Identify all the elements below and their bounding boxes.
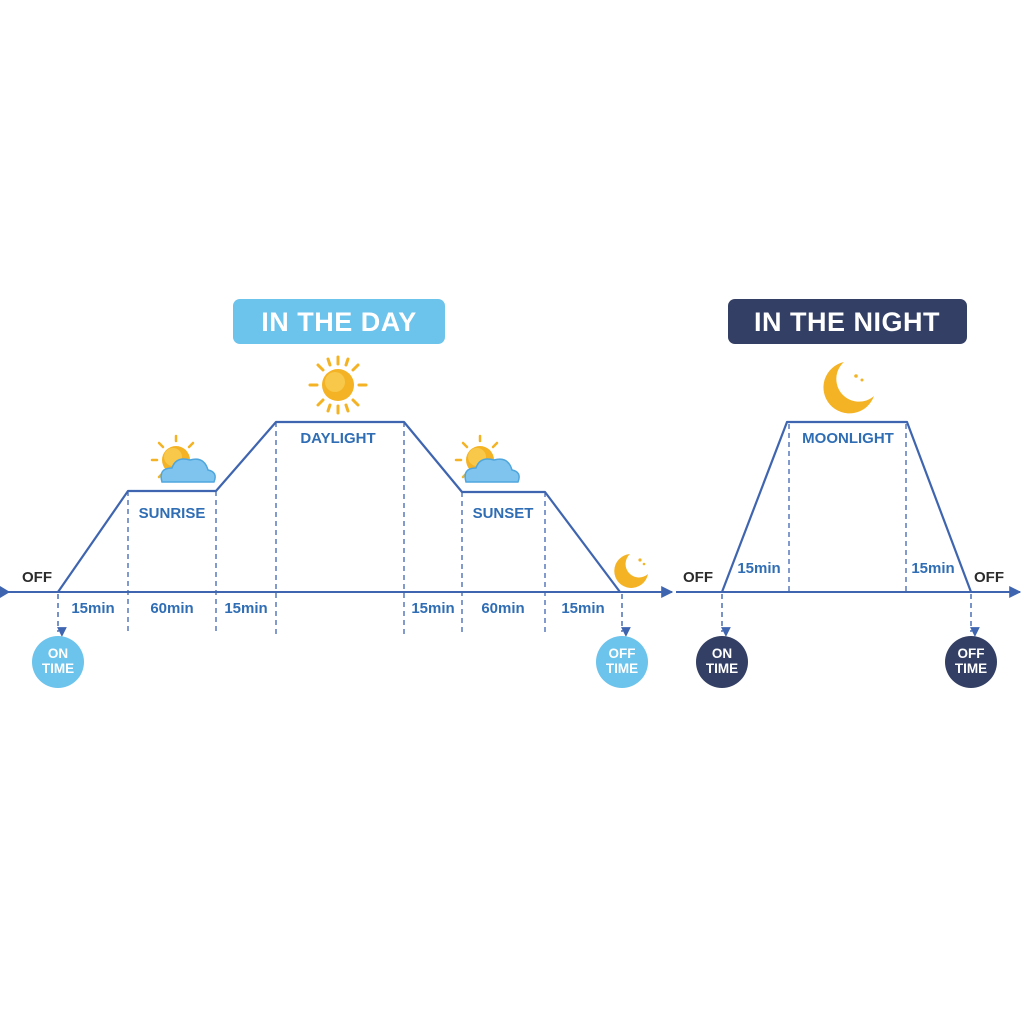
day-duration-1: 15min: [71, 600, 114, 617]
day-dividers: [127, 422, 546, 634]
day-duration-6: 15min: [561, 600, 604, 617]
night-on-badge-line2: TIME: [706, 661, 738, 676]
moonlight-label: MOONLIGHT: [802, 430, 894, 447]
day-off-label: OFF: [22, 569, 52, 586]
day-duration-3: 15min: [224, 600, 267, 617]
night-section: IN THE NIGHT OFF OFF MOONLIGHT 15min 15m…: [676, 299, 1022, 688]
night-off-badge-line1: OFF: [958, 646, 985, 661]
day-on-badge-line1: ON: [48, 646, 68, 661]
day-on-badge-line2: TIME: [42, 661, 74, 676]
day-on-time-badge: ON TIME: [32, 636, 84, 688]
day-off-time-badge: OFF TIME: [596, 636, 648, 688]
night-intensity-curve: [720, 420, 973, 593]
day-duration-4: 15min: [411, 600, 454, 617]
day-intensity-curve: [57, 420, 621, 593]
sunrise-sun-cloud-icon: [150, 434, 216, 483]
night-title-pill: IN THE NIGHT: [728, 299, 967, 344]
day-section: IN THE DAY OFF SUNRISE DAYLIGHT SUNSET 1…: [0, 299, 674, 688]
night-duration-1: 15min: [737, 560, 780, 577]
moonlight-crescent-moon-icon: [823, 362, 874, 414]
sunrise-label: SUNRISE: [139, 505, 206, 522]
daylight-label: DAYLIGHT: [300, 430, 375, 447]
sunset-sun-cloud-icon: [454, 434, 520, 483]
day-axis-left-arrow: [0, 586, 10, 598]
night-off-badge-line2: TIME: [955, 661, 987, 676]
day-end-crescent-moon-icon: [614, 554, 648, 588]
sunset-label: SUNSET: [473, 505, 534, 522]
day-title-pill: IN THE DAY: [233, 299, 445, 344]
day-off-badge-line2: TIME: [606, 661, 638, 676]
night-duration-2: 15min: [911, 560, 954, 577]
night-dividers: [788, 424, 907, 592]
night-on-time-badge: ON TIME: [696, 636, 748, 688]
day-title: IN THE DAY: [261, 307, 417, 337]
day-off-badge-line1: OFF: [609, 646, 636, 661]
night-off-right-label: OFF: [974, 569, 1004, 586]
night-off-time-badge: OFF TIME: [945, 636, 997, 688]
day-duration-5: 60min: [481, 600, 524, 617]
night-off-left-label: OFF: [683, 569, 713, 586]
night-on-badge-line1: ON: [712, 646, 732, 661]
day-duration-2: 60min: [150, 600, 193, 617]
daylight-sun-icon: [308, 355, 368, 415]
night-title: IN THE NIGHT: [754, 307, 940, 337]
